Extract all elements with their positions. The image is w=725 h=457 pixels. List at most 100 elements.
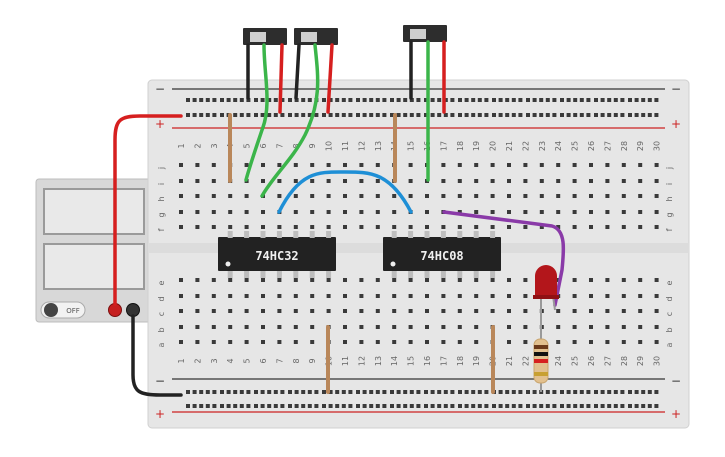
hole-c27[interactable] (605, 309, 610, 313)
hole-e7[interactable] (277, 278, 282, 282)
top-rail-plus-hole[interactable] (498, 113, 503, 117)
hole-g26[interactable] (589, 210, 593, 214)
top-rail-minus-hole[interactable] (356, 98, 360, 102)
hole-c17[interactable] (441, 309, 446, 313)
top-rail-minus-hole[interactable] (594, 98, 598, 102)
hole-j24[interactable] (556, 163, 561, 167)
bottom-rail-minus-hole[interactable] (205, 390, 210, 394)
hole-c6[interactable] (261, 309, 265, 313)
hole-g5[interactable] (244, 210, 249, 214)
hole-a17[interactable] (441, 340, 446, 344)
hole-h19[interactable] (474, 194, 479, 198)
hole-j29[interactable] (638, 163, 643, 167)
bottom-rail-plus-hole[interactable] (369, 404, 374, 408)
bottom-rail-minus-hole[interactable] (505, 390, 510, 394)
hole-h12[interactable] (359, 194, 364, 198)
top-rail-plus-hole[interactable] (356, 113, 360, 117)
hole-d19[interactable] (474, 294, 479, 298)
hole-c29[interactable] (638, 309, 643, 313)
hole-g12[interactable] (359, 210, 364, 214)
top-rail-plus-hole[interactable] (579, 113, 584, 117)
hole-g6[interactable] (261, 210, 265, 214)
hole-f3[interactable] (211, 225, 216, 229)
hole-d22[interactable] (523, 294, 528, 298)
top-rail-plus-hole[interactable] (526, 113, 530, 117)
bottom-rail-plus-hole[interactable] (573, 404, 578, 408)
hole-g2[interactable] (195, 210, 200, 214)
chip-74hc08-body[interactable] (383, 237, 501, 271)
hole-c15[interactable] (408, 309, 413, 313)
bottom-rail-plus-hole[interactable] (199, 404, 204, 408)
bottom-rail-plus-hole[interactable] (192, 404, 197, 408)
hole-i11[interactable] (343, 179, 347, 183)
hole-i15[interactable] (408, 179, 413, 183)
hole-b14[interactable] (392, 325, 397, 329)
bottom-rail-minus-hole[interactable] (382, 390, 387, 394)
top-rail-minus-hole[interactable] (539, 98, 544, 102)
hole-e4[interactable] (228, 278, 233, 282)
hole-f4[interactable] (228, 225, 233, 229)
top-rail-plus-hole[interactable] (314, 113, 319, 117)
top-rail-plus-hole[interactable] (539, 113, 544, 117)
top-rail-minus-hole[interactable] (341, 98, 346, 102)
hole-c30[interactable] (654, 309, 659, 313)
hole-j8[interactable] (293, 163, 298, 167)
bottom-rail-plus-hole[interactable] (233, 404, 238, 408)
bottom-rail-minus-hole[interactable] (226, 390, 231, 394)
top-rail-plus-hole[interactable] (273, 113, 278, 117)
hole-c16[interactable] (425, 309, 429, 313)
hole-c9[interactable] (310, 309, 315, 313)
top-rail-minus-hole[interactable] (641, 98, 646, 102)
top-rail-minus-hole[interactable] (362, 98, 367, 102)
hole-e17[interactable] (441, 278, 446, 282)
hole-g13[interactable] (375, 210, 380, 214)
hole-j11[interactable] (343, 163, 347, 167)
bottom-rail-minus-hole[interactable] (348, 390, 353, 394)
hole-b24[interactable] (556, 325, 561, 329)
bottom-rail-plus-hole[interactable] (267, 404, 272, 408)
bottom-rail-minus-hole[interactable] (335, 390, 340, 394)
hole-c7[interactable] (277, 309, 282, 313)
top-rail-minus-hole[interactable] (532, 98, 537, 102)
bottom-rail-minus-hole[interactable] (628, 390, 632, 394)
hole-j1[interactable] (179, 163, 183, 167)
hole-c4[interactable] (228, 309, 233, 313)
hole-b19[interactable] (474, 325, 479, 329)
hole-i26[interactable] (589, 179, 593, 183)
hole-j9[interactable] (310, 163, 315, 167)
bottom-rail-minus-hole[interactable] (532, 390, 537, 394)
hole-c3[interactable] (211, 309, 216, 313)
hole-f15[interactable] (408, 225, 413, 229)
hole-d1[interactable] (179, 294, 183, 298)
hole-i27[interactable] (605, 179, 610, 183)
bottom-rail-minus-hole[interactable] (396, 390, 401, 394)
hole-h1[interactable] (179, 194, 183, 198)
top-rail-minus-hole[interactable] (205, 98, 210, 102)
hole-g28[interactable] (621, 210, 626, 214)
hole-f25[interactable] (572, 225, 577, 229)
bottom-rail-plus-hole[interactable] (443, 404, 448, 408)
bottom-rail-plus-hole[interactable] (403, 404, 408, 408)
hole-g11[interactable] (343, 210, 347, 214)
top-rail-minus-hole[interactable] (443, 98, 448, 102)
top-rail-plus-hole[interactable] (458, 113, 462, 117)
slide-switch-3[interactable] (403, 25, 447, 42)
hole-g1[interactable] (179, 210, 183, 214)
hole-d2[interactable] (195, 294, 200, 298)
hole-a22[interactable] (523, 340, 528, 344)
top-rail-plus-hole[interactable] (288, 113, 292, 117)
hole-f11[interactable] (343, 225, 347, 229)
hole-a15[interactable] (408, 340, 413, 344)
bottom-rail-minus-hole[interactable] (288, 390, 292, 394)
hole-c22[interactable] (523, 309, 528, 313)
top-rail-plus-hole[interactable] (634, 113, 639, 117)
hole-d8[interactable] (293, 294, 298, 298)
hole-b22[interactable] (523, 325, 528, 329)
hole-c25[interactable] (572, 309, 577, 313)
hole-i20[interactable] (490, 179, 495, 183)
bottom-rail-minus-hole[interactable] (239, 390, 244, 394)
hole-h13[interactable] (375, 194, 380, 198)
bottom-rail-plus-hole[interactable] (477, 404, 482, 408)
bottom-rail-minus-hole[interactable] (443, 390, 448, 394)
bottom-rail-plus-hole[interactable] (254, 404, 258, 408)
